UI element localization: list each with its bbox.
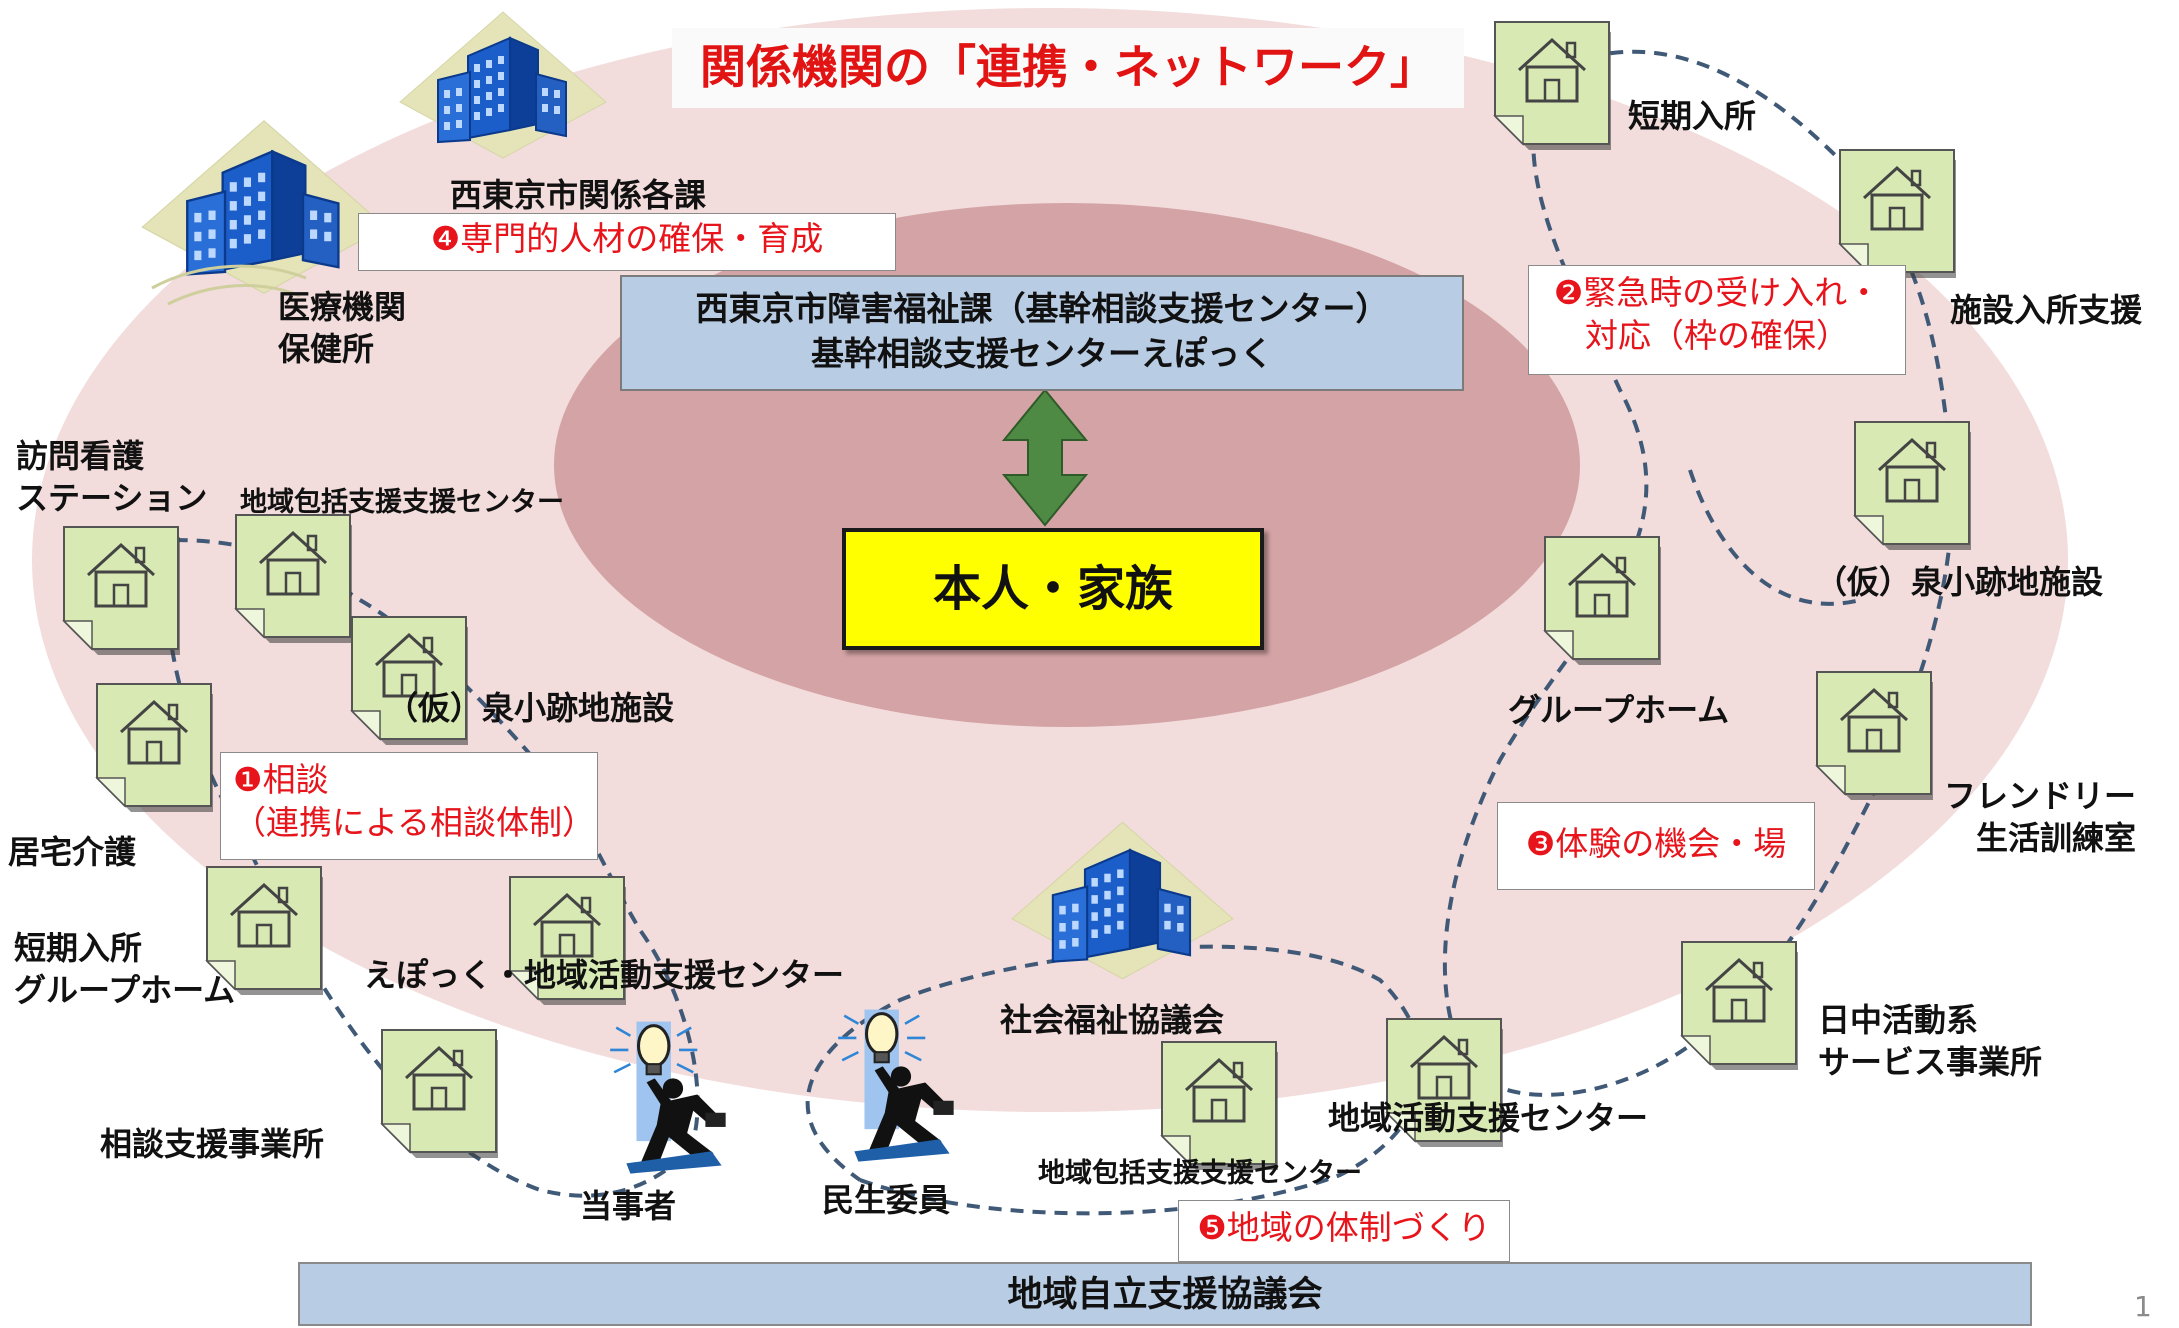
footer-council-bar: 地域自立支援協議会 <box>298 1262 2032 1326</box>
callout-emergency: ❷緊急時の受け入れ・ 対応（枠の確保） <box>1528 265 1906 375</box>
label-city-depts: 西東京市関係各課 <box>450 176 707 214</box>
core-center-line2: 基幹相談支援センターえぽっく <box>811 333 1273 373</box>
label-bottom-activity: 地域活動支援センター <box>1328 1099 1649 1137</box>
label-visiting-nurse-line2: ステーション <box>16 478 208 517</box>
waves-decoration <box>151 264 307 306</box>
house-note-icon <box>1543 535 1663 665</box>
label-medical-line1: 医療機関 <box>278 288 407 326</box>
label-home-care: 居宅介護 <box>8 833 137 871</box>
person-family-box: 本人・家族 <box>842 528 1264 650</box>
label-friendly: フレンドリー 生活訓練室 <box>1944 776 2136 859</box>
label-facility-support: 施設入所支援 <box>1950 291 2143 329</box>
core-center-line1: 西東京市障害福祉課（基幹相談支援センター） <box>695 289 1389 328</box>
callout-consultation-line1: ❶相談 <box>233 760 329 799</box>
callout-consultation: ❶相談 （連携による相談体制） <box>220 752 598 860</box>
label-left-short-stay-line1: 短期入所 <box>14 929 143 967</box>
house-note-icon <box>380 1028 500 1158</box>
label-social-welfare-council: 社会福祉協議会 <box>1000 1001 1225 1039</box>
label-day-activity: 日中活動系 サービス事業所 <box>1818 1000 2042 1083</box>
callout-emergency-line1: ❷緊急時の受け入れ・ <box>1553 273 1881 312</box>
bidirectional-arrow-icon <box>1001 388 1089 527</box>
house-note-icon <box>1838 148 1958 278</box>
label-visiting-nurse: 訪問看護 ステーション <box>16 436 207 519</box>
label-medical-line2: 保健所 <box>278 329 375 368</box>
label-friendly-line2: 生活訓練室 <box>1976 818 2137 857</box>
label-day-activity-line2: サービス事業所 <box>1818 1042 2043 1081</box>
label-epok-activity: えぽっく・地域活動支援センター <box>364 956 845 994</box>
label-left-short-stay-line2: グループホーム <box>14 970 236 1009</box>
house-note-icon <box>1160 1040 1280 1170</box>
house-note-icon <box>62 525 182 655</box>
house-note-icon <box>1680 940 1800 1070</box>
page-number: 1 <box>2134 1290 2152 1323</box>
label-medical: 医療機関 保健所 <box>278 287 406 370</box>
house-note-icon <box>234 513 354 643</box>
house-note-icon <box>1853 420 1973 550</box>
label-group-home: グループホーム <box>1508 691 1730 729</box>
callout-consultation-line2: （連携による相談体制） <box>233 802 596 842</box>
label-friendly-line1: フレンドリー <box>1944 777 2137 815</box>
label-bottom-comprehensive: 地域包括支援支援センター <box>1038 1158 1362 1189</box>
callout-community-system: ❺地域の体制づくり <box>1178 1200 1510 1262</box>
callout-specialist-training: ❹専門的人材の確保・育成 <box>358 213 896 271</box>
label-day-activity-line1: 日中活動系 <box>1818 1001 1979 1039</box>
label-visiting-nurse-line1: 訪問看護 <box>16 437 145 475</box>
house-note-icon <box>95 682 215 812</box>
label-left-comprehensive: 地域包括支援支援センター <box>240 487 564 518</box>
label-left-short-stay: 短期入所 グループホーム <box>14 928 235 1011</box>
callout-emergency-line2: 対応（枠の確保） <box>1585 315 1849 355</box>
house-note-icon <box>1815 670 1935 800</box>
label-consultation-office: 相談支援事業所 <box>100 1125 325 1163</box>
label-welfare-commissioner: 民生委員 <box>822 1181 951 1219</box>
house-note-icon <box>1493 20 1613 150</box>
callout-experience: ❸体験の機会・場 <box>1497 802 1815 890</box>
label-party: 当事者 <box>580 1187 677 1225</box>
label-right-izumi: （仮）泉小跡地施設 <box>1815 563 2104 601</box>
label-left-izumi: （仮）泉小跡地施設 <box>386 689 675 727</box>
right-inner-link <box>1688 469 1861 606</box>
core-center-box: 西東京市障害福祉課（基幹相談支援センター） 基幹相談支援センターえぽっく <box>620 275 1464 391</box>
label-right-short-stay: 短期入所 <box>1628 97 1757 135</box>
diagram-title: 関係機関の「連携・ネットワーク」 <box>672 28 1464 108</box>
